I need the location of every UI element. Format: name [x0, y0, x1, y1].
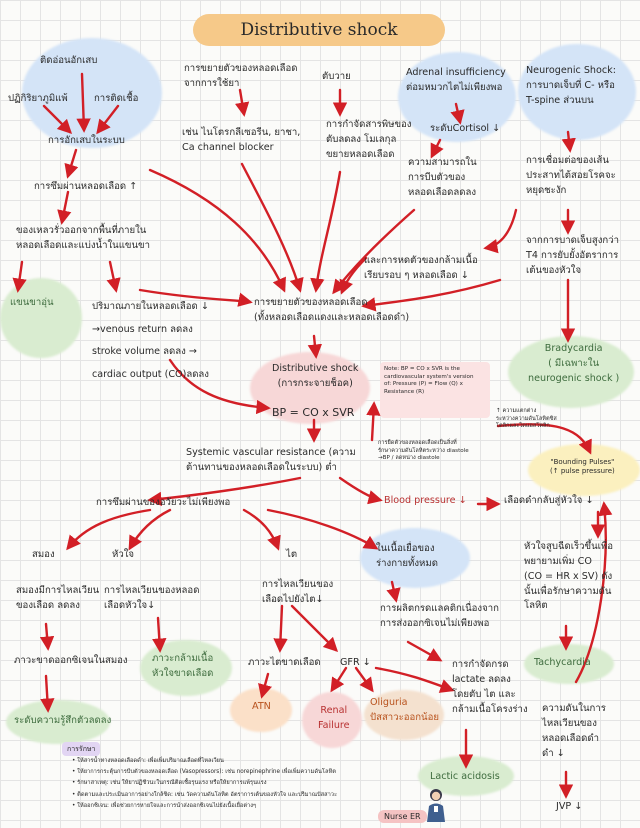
- blob-renal: [302, 692, 362, 748]
- cause-weak-infection: ติดอ่อนอักเสบ: [40, 55, 98, 66]
- treatment-item: ให้ออกซิเจน: เพื่อช่วยการหายใจและการนำส่…: [72, 801, 337, 812]
- diastolic-node: การยืดตัวของหลอดเลือดเป็นสิ่งที่รักษาควา…: [378, 440, 469, 462]
- bounding-node: "Bounding Pulses"(↑ pulse pressure): [550, 458, 615, 476]
- sympathetic-node: การเชื่อมต่อของเส้นประสาทไต้สอยโรคจะหยุด…: [526, 155, 616, 196]
- return-heart-node: เลือดดำกลับสู่หัวใจ ↓: [504, 495, 594, 506]
- treatment-item: รักษาสาเหตุ: เช่น ให้ยาปฏิชีวนะในกรณีติด…: [72, 778, 337, 789]
- fluid-shift-node: ของเหลวรั่วออกจากพื้นที่ภายในหลอดเลือดแล…: [16, 225, 150, 251]
- blob-causes: [22, 38, 162, 148]
- heart-flow-node: การไหลเวียนของหลอดเลือดหัวใจ↓: [104, 585, 200, 611]
- kidney-ischemia-node: ภาวะไตขาดเลือด: [248, 657, 321, 668]
- cortisol-node: ระดับCortisol ↓: [430, 123, 501, 134]
- jvp-text-node: ความดันในการไหลเวียนของหลอดเลือดดำดำ ↓: [542, 703, 606, 759]
- cause-allergy: ปฏิกิริยาภูมิแพ้: [8, 93, 68, 104]
- blob-oliguria: [364, 690, 444, 740]
- drug-examples-node: เช่น ไนโตรกลีเซอรีน, ยาชา,Ca channel blo…: [182, 127, 301, 153]
- bp-down-node: Blood pressure ↓: [384, 495, 467, 506]
- vascular-leak-node: การซึมผ่านหลอดเลือด ↑: [34, 181, 138, 192]
- brain-node: สมอง: [32, 549, 55, 560]
- consciousness-node: ระดับความรู้สึกตัวลดลง: [14, 715, 112, 726]
- kidney-node: ไต: [286, 549, 298, 560]
- cause-infection: การติดเชื้อ: [94, 93, 139, 104]
- lactate-prod-node: การผลิตกรดแลคติกเนื่องจากการส่งออกซิเจนไ…: [380, 603, 499, 629]
- blood-volume-node: ปริมาณภายในหลอดเลือด ↓→venous return ลดล…: [92, 301, 209, 380]
- signature: Nurse ER: [378, 810, 427, 823]
- blob-adrenal: [398, 52, 516, 142]
- blob-consciousness: [6, 700, 110, 744]
- lactic-acidosis-node: Lactic acidosis: [430, 771, 500, 782]
- smooth-muscle-node: และการหดตัวของกล้ามเนื้อเรียบรอบ ๆ หลอดเ…: [364, 255, 478, 281]
- jvp-node: JVP ↓: [556, 801, 583, 812]
- treatment-item: ให้สารน้ำทางหลอดเลือดดำ: เพื่อเพิ่มปริมา…: [72, 756, 337, 767]
- nurse-icon: [427, 789, 445, 822]
- treatment-item: ติดตามและประเมินอาการอย่างใกล้ชิด: เช่น …: [72, 790, 337, 801]
- treatment-item: ให้ยาการกระตุ้นการบีบตัวของหลอดเลือด (Va…: [72, 767, 337, 778]
- brain-hypoxia-node: ภาวะขาดออกซิเจนในสมอง: [14, 655, 128, 666]
- page-title: Distributive shock: [193, 14, 445, 46]
- note-box: [380, 362, 490, 418]
- limb-node: แขนขาอุ่น: [10, 297, 54, 308]
- kidney-flow-node: การไหลเวียนของเลือดไปยังไต↓: [262, 579, 334, 605]
- shock-node: Distributive shock(การกระจายช็อค): [272, 363, 359, 389]
- bp-formula-node: BP = CO x SVR: [272, 406, 355, 419]
- tachycardia-node: Tachycardia: [534, 657, 591, 668]
- compensation-node: หัวใจสูบฉีดเร็วขึ้นเพื่อพยายามเพิ่ม CO(C…: [524, 541, 614, 612]
- svr-node: Systemic vascular resistance (ความต้านทา…: [186, 447, 356, 473]
- pulse-diff-node: ↑ ความแตกต่างระหว่างความดันโลหิตซิสโตลิก…: [496, 408, 557, 430]
- drug-cause-node: การขยายตัวของหลอดเลือดจากการใช้ยา: [184, 63, 298, 89]
- atn-node: ATN: [252, 701, 271, 712]
- blob-neuro: [518, 44, 636, 140]
- liver-node: ตับวาย: [322, 71, 351, 82]
- inflammation-node: การอักเสบในระบบ: [48, 135, 125, 146]
- treatment-list: ให้สารน้ำทางหลอดเลือดดำ: เพื่อเพิ่มปริมา…: [72, 756, 337, 812]
- treatment-tag: การรักษา: [62, 742, 101, 756]
- vasodilation-node: การขยายตัวของหลอดเลือด(ทั้งหลอดเลือดแดงแ…: [254, 297, 410, 323]
- heart-node: หัวใจ: [112, 549, 135, 560]
- blob-bradycardia: [508, 336, 634, 408]
- gfr-node: GFR ↓: [340, 657, 371, 668]
- brain-flow-node: สมองมีการไหลเวียนของเลือด ลดลง: [16, 585, 100, 611]
- organ-perfusion-node: การซึมผ่านของอวัยวะไม่เพียงพอ: [96, 497, 231, 508]
- tissue-node: ในเนื้อเยื่อของร่างกายทั้งหมด: [376, 543, 438, 569]
- liver-effect-node: การกำจัดสารพิษของตับลดลง โมเลกุลขยายหลอด…: [326, 119, 412, 160]
- cortisol-effect-node: ความสามารถในการบีบตัวของหลอดเลือดลดลง: [408, 157, 477, 198]
- heart-ischemia-node: ภาวะกล้ามเนื้อหัวใจขาดเลือด: [152, 653, 214, 679]
